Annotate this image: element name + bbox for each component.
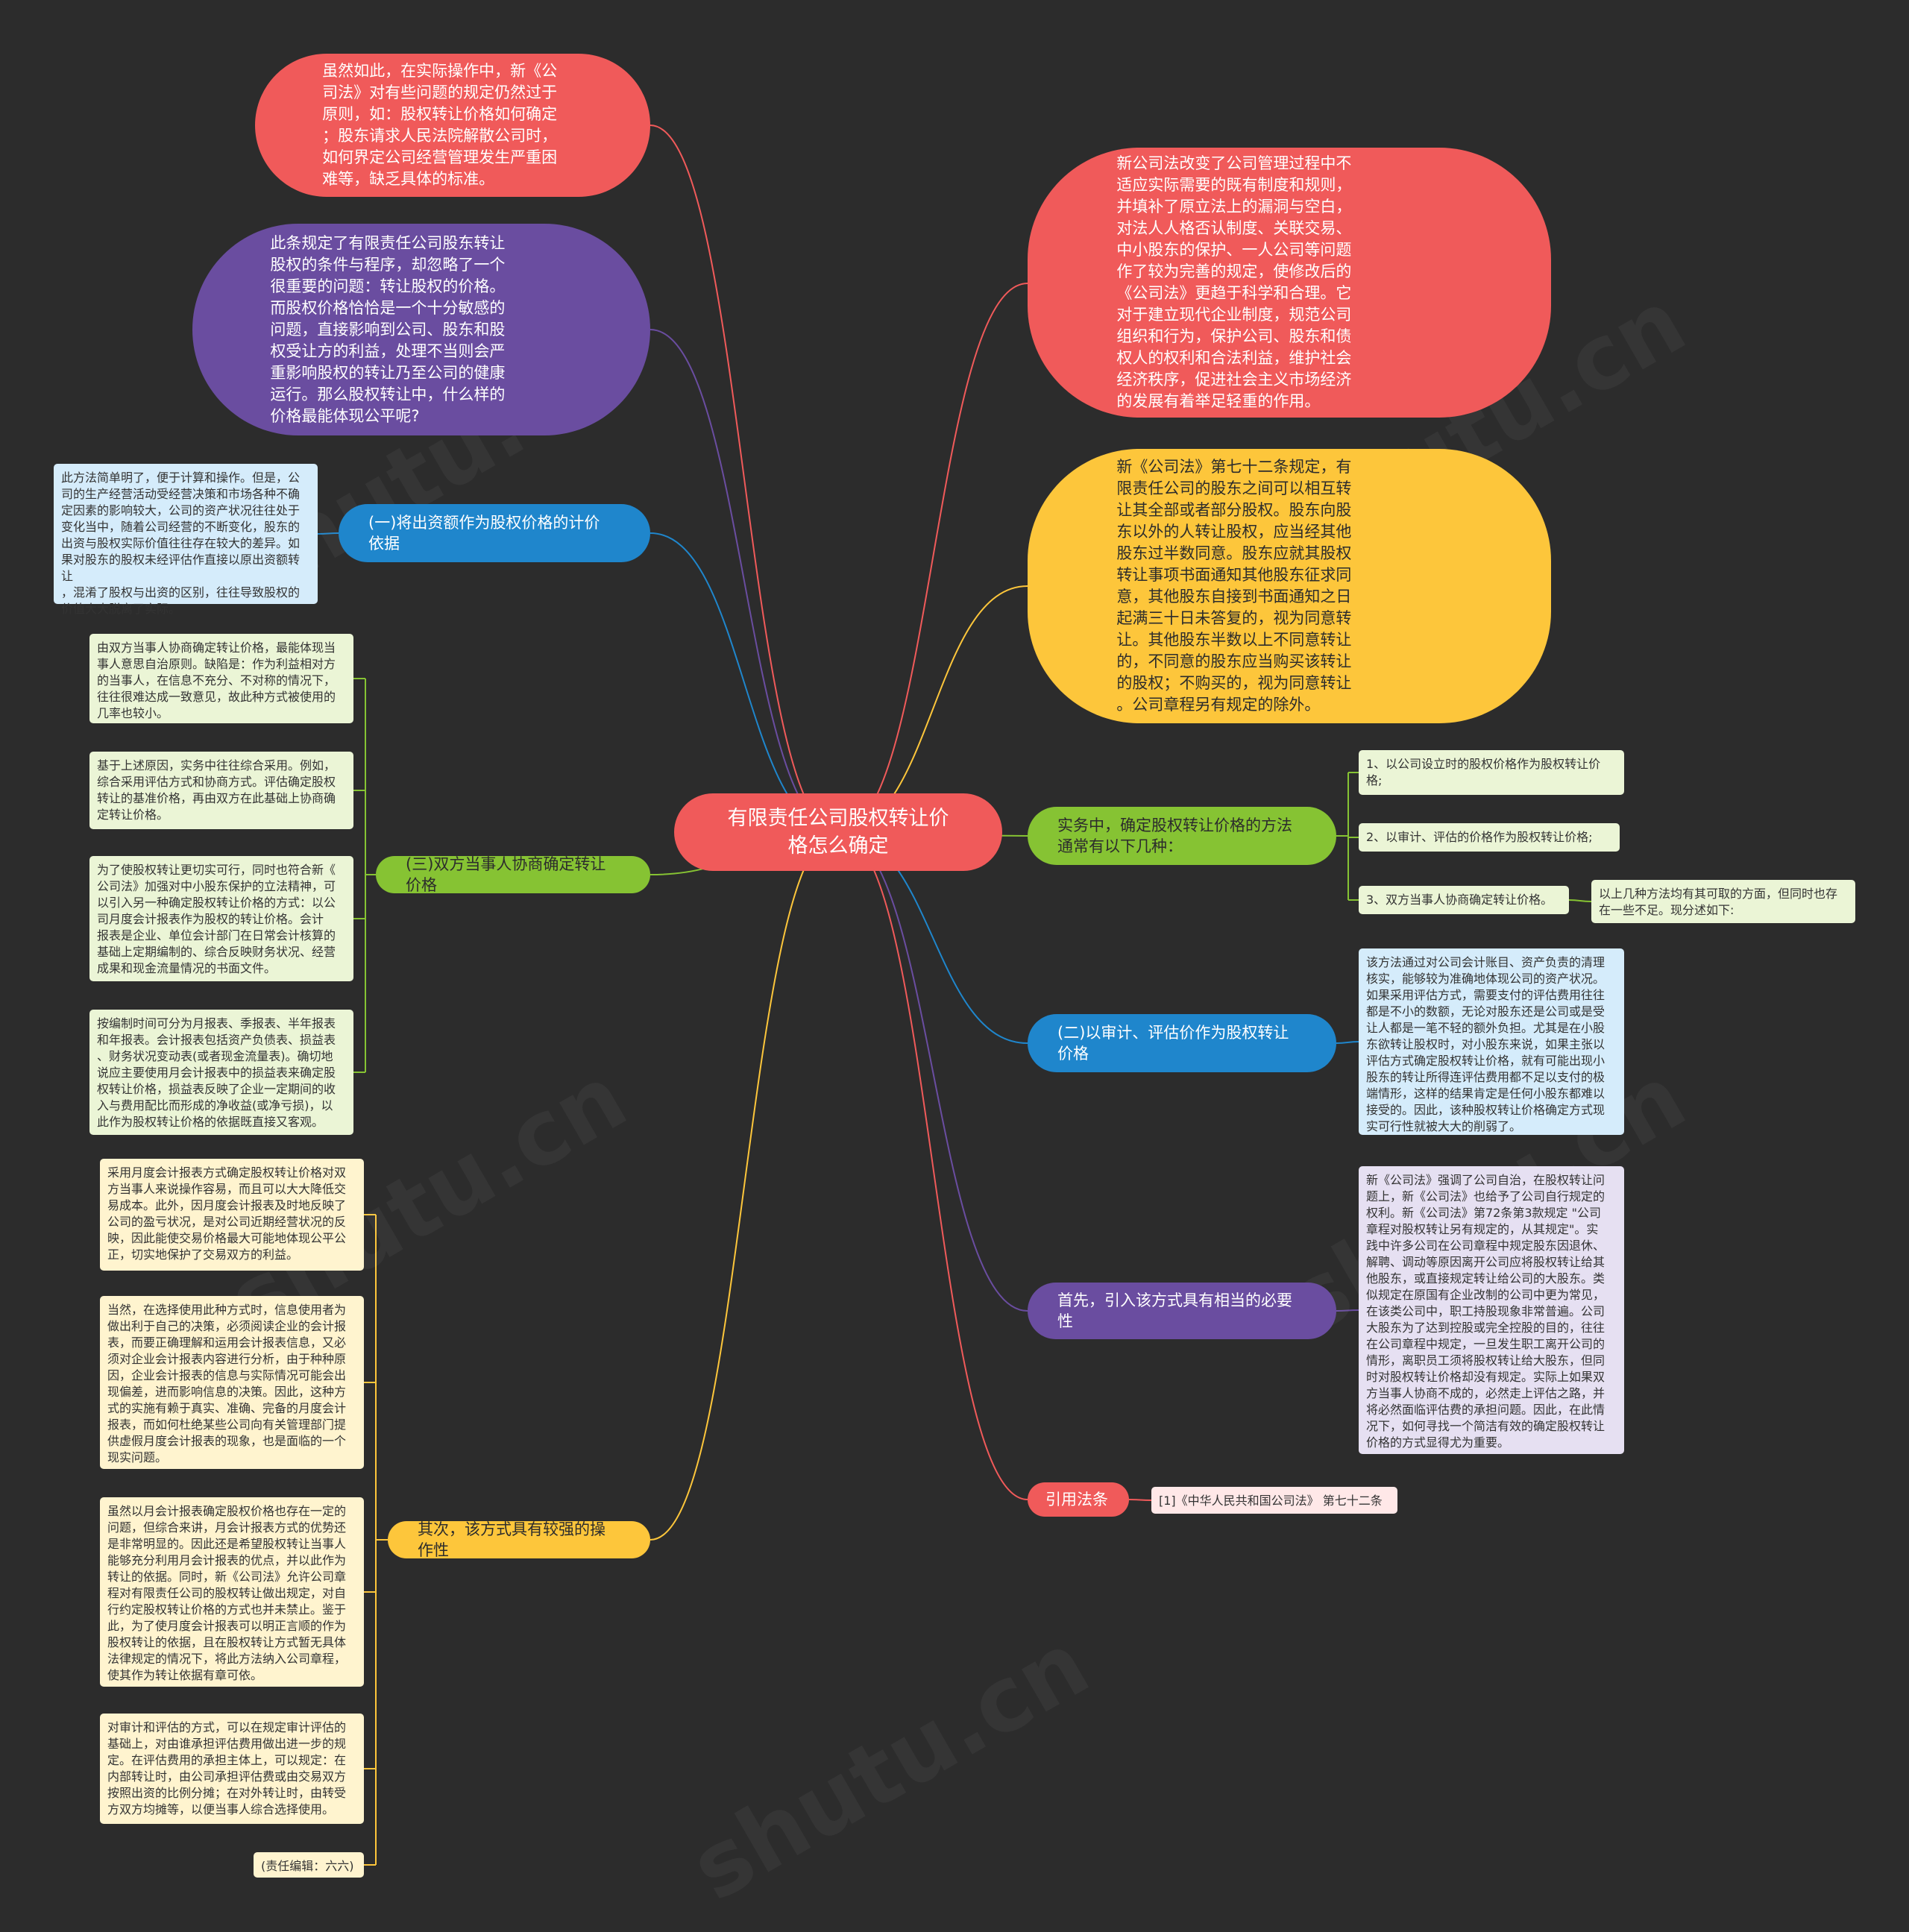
link-root-cite — [837, 831, 1028, 1500]
right-red-topic-text: 新公司法改变了公司管理过程中不 适应实际需要的既有制度和规则， 并填补了原立法上… — [1116, 154, 1352, 410]
negotiation-note-4: 按编制时间可分为月报表、季报表、半年报表 和年报表。会计报表包括资产负债表、损益… — [89, 1010, 353, 1135]
operability-note-3: 虽然以月会计报表确定股权价格也存在一定的 问题，但综合来讲，月会计报表方式的优势… — [100, 1497, 364, 1687]
operability-note-2: 当然，在选择使用此种方式时，信息使用者为 做出利于自己的决策，必须阅读企业的会计… — [100, 1296, 364, 1469]
operability-branch[interactable]: 其次，该方式具有较强的操作性 — [388, 1520, 650, 1559]
negotiation-note-1: 由双方当事人协商确定转让价格，最能体现当 事人意思自治原则。缺陷是：作为利益相对… — [89, 634, 353, 723]
operability-note-1: 采用月度会计报表方式确定股权转让价格对双 方当事人来说操作容易，而且可以大大降低… — [100, 1159, 364, 1271]
right-yellow-topic[interactable]: 新《公司法》第七十二条规定，有 限责任公司的股东之间可以相互转 让其全部或者部分… — [1028, 449, 1551, 723]
root-topic-label: 有限责任公司股权转让价 格怎么确定 — [727, 807, 949, 858]
method-item-2: 2、以审计、评估的价格作为股权转让价格; — [1359, 823, 1620, 852]
left-purple-topic-text: 此条规定了有限责任公司股东转让 股权的条件与程序，却忽略了一个 很重要的问题：转… — [270, 233, 506, 425]
methods-branch-label: 实务中，确定股权转让价格的方法 通常有以下几种： — [1057, 816, 1292, 855]
capital-branch-label: (一)将出资额作为股权价格的计价 依据 — [368, 514, 600, 553]
necessity-branch[interactable]: 首先，引入该方式具有相当的必要 性 — [1028, 1283, 1336, 1339]
audit-branch[interactable]: (二)以审计、评估价作为股权转让 价格 — [1028, 1014, 1336, 1072]
link-root-right-red — [837, 283, 1028, 833]
negotiation-note-2: 基于上述原因，实务中往往综合采用。例如， 综合采用评估方式和协商方式。评估确定股… — [89, 752, 353, 829]
link-root-necessity — [837, 831, 1028, 1312]
negotiation-branch[interactable]: (三)双方当事人协商确定转让价格 — [376, 855, 650, 894]
right-yellow-topic-text: 新《公司法》第七十二条规定，有 限责任公司的股东之间可以相互转 让其全部或者部分… — [1116, 458, 1352, 714]
link-methods-summary — [1568, 899, 1592, 902]
link-necessity-note — [1336, 1309, 1359, 1312]
audit-note: 该方法通过对公司会计账目、资产负责的清理 核实，能够较为准确地体现公司的资产状况… — [1359, 948, 1624, 1135]
root-topic[interactable]: 有限责任公司股权转让价 格怎么确定 — [674, 793, 1002, 871]
link-capital-note — [317, 532, 339, 535]
link-root-left-red — [650, 125, 839, 833]
cite-branch-label: 引用法条 — [1045, 1491, 1108, 1508]
operability-note-4: 对审计和评估的方式，可以在规定审计评估的 基础上，对由谁承担评估费用做出进一步的… — [100, 1714, 364, 1824]
capital-note: 此方法简单明了，便于计算和操作。但是，公 司的生产经营活动受经营决策和市场各种不… — [54, 464, 318, 616]
left-red-topic[interactable]: 虽然如此，在实际操作中，新《公 司法》对有些问题的规定仍然过于 原则，如：股权转… — [255, 54, 650, 197]
operability-branch-label: 其次，该方式具有较强的操作性 — [418, 1520, 606, 1559]
necessity-note: 新《公司法》强调了公司自治，在股权转让问 题上，新《公司法》也给予了公司自行规定… — [1359, 1166, 1624, 1454]
negotiation-note-3: 为了使股权转让更切实可行，同时也符合新《 公司法》加强对中小股东保护的立法精神，… — [89, 856, 353, 981]
editor-credit: (责任编辑：六六) — [254, 1852, 364, 1878]
link-root-operability — [650, 831, 839, 1541]
left-purple-topic[interactable]: 此条规定了有限责任公司股东转让 股权的条件与程序，却忽略了一个 很重要的问题：转… — [192, 224, 650, 435]
method-item-1: 1、以公司设立时的股权价格作为股权转让价 格; — [1359, 750, 1624, 795]
left-red-topic-text: 虽然如此，在实际操作中，新《公 司法》对有些问题的规定仍然过于 原则，如：股权转… — [322, 62, 558, 188]
link-audit-note — [1336, 1041, 1359, 1044]
negotiation-branch-label: (三)双方当事人协商确定转让价格 — [406, 855, 606, 894]
right-red-topic[interactable]: 新公司法改变了公司管理过程中不 适应实际需要的既有制度和规则， 并填补了原立法上… — [1028, 148, 1551, 418]
link-root-left-purple — [650, 329, 839, 833]
methods-branch[interactable]: 实务中，确定股权转让价格的方法 通常有以下几种： — [1028, 807, 1336, 865]
cite-branch[interactable]: 引用法条 — [1028, 1482, 1129, 1517]
methods-summary: 以上几种方法均有其可取的方面，但同时也存 在一些不足。现分述如下: — [1591, 880, 1855, 923]
cite-note: [1]《中华人民共和国公司法》 第七十二条 — [1151, 1487, 1397, 1514]
method-item-3: 3、双方当事人协商确定转让价格。 — [1359, 886, 1569, 914]
capital-branch[interactable]: (一)将出资额作为股权价格的计价 依据 — [339, 504, 650, 562]
audit-branch-label: (二)以审计、评估价作为股权转让 价格 — [1057, 1024, 1289, 1063]
necessity-branch-label: 首先，引入该方式具有相当的必要 性 — [1057, 1291, 1292, 1330]
